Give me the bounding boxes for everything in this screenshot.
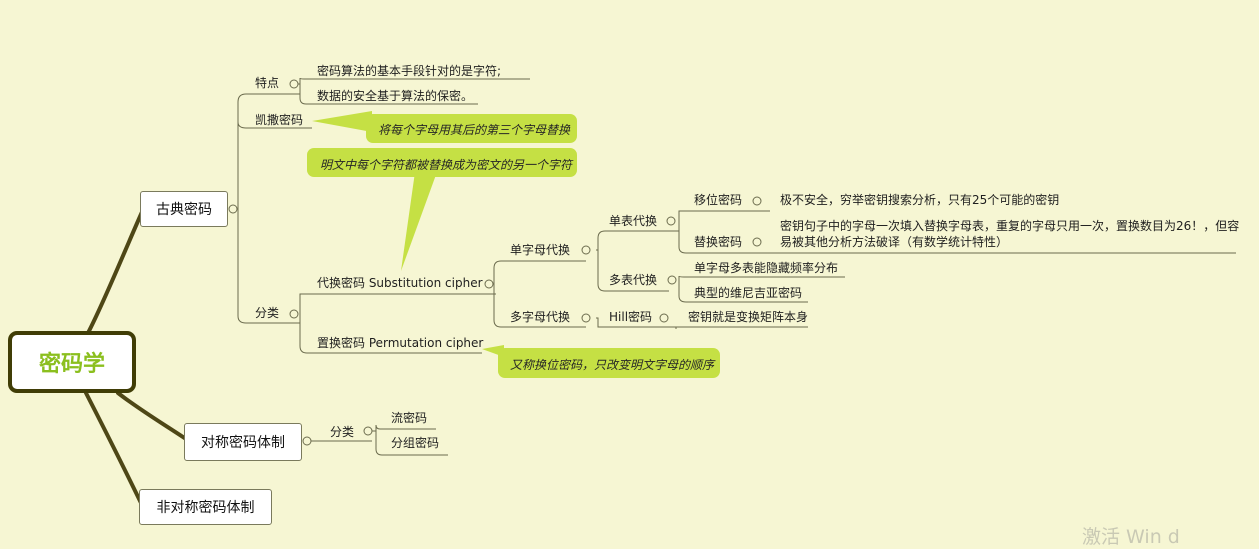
substitution-callout-text: 明文中每个字符都被替换成为密文的另一个字符 <box>320 158 573 172</box>
node-permutation-cipher[interactable]: 置换密码 Permutation cipher <box>317 336 484 350</box>
node-monoalphabetic[interactable]: 单表代换 <box>609 214 658 228</box>
node-shift-desc[interactable]: 极不安全，穷举密钥搜索分析，只有25个可能的密钥 <box>780 193 1060 207</box>
caesar-callout-text: 将每个字母用其后的第三个字母替换 <box>378 123 571 137</box>
caesar-callout-box <box>366 114 577 143</box>
node-polyalphabetic[interactable]: 多表代换 <box>609 273 658 287</box>
node-substitution-cipher[interactable]: 代换密码 Substitution cipher <box>317 276 483 290</box>
permutation-callout-box <box>498 348 720 378</box>
node-stream-cipher[interactable]: 流密码 <box>391 411 428 425</box>
node-classify[interactable]: 分类 <box>255 306 280 320</box>
node-replace-cipher[interactable]: 替换密码 <box>694 235 743 249</box>
activation-watermark: 激活 Win d <box>1082 526 1180 548</box>
node-multi-letter[interactable]: 多字母代换 <box>510 310 571 324</box>
node-caesar[interactable]: 凯撒密码 <box>255 113 304 127</box>
node-feature-1[interactable]: 密码算法的基本手段针对的是字符; <box>317 64 502 78</box>
node-classical-cipher[interactable]: 古典密码 <box>140 191 228 227</box>
node-symmetric-classify[interactable]: 分类 <box>330 425 355 439</box>
callout-shapes <box>307 111 720 378</box>
node-hill-cipher[interactable]: Hill密码 <box>609 310 653 324</box>
node-asymmetric-cipher[interactable]: 非对称密码体制 <box>139 489 272 525</box>
node-poly-item-1[interactable]: 单字母多表能隐藏频率分布 <box>694 261 839 275</box>
node-replace-desc-line1[interactable]: 密钥句子中的字母一次填入替换字母表，重复的字母只用一次，置换数目为26！，但容 <box>780 219 1240 233</box>
node-hill-desc[interactable]: 密钥就是变换矩阵本身 <box>688 310 809 324</box>
node-block-cipher[interactable]: 分组密码 <box>391 436 440 450</box>
node-single-letter[interactable]: 单字母代换 <box>510 243 571 257</box>
caesar-callout-shape <box>312 111 372 132</box>
node-feature-2[interactable]: 数据的安全基于算法的保密。 <box>317 89 474 103</box>
node-shift-cipher[interactable]: 移位密码 <box>694 193 743 207</box>
root-branches <box>84 210 188 507</box>
root-node[interactable]: 密码学 <box>8 331 136 393</box>
collapse-toggles <box>228 79 762 446</box>
substitution-callout-shape <box>401 172 437 271</box>
node-features[interactable]: 特点 <box>255 76 280 90</box>
connector-lines <box>237 77 1236 456</box>
node-symmetric-cipher[interactable]: 对称密码体制 <box>184 423 302 461</box>
node-poly-item-2[interactable]: 典型的维尼吉亚密码 <box>694 286 803 300</box>
mind-map-canvas <box>84 77 1236 507</box>
substitution-callout-box <box>307 148 577 177</box>
permutation-callout-text: 又称换位密码，只改变明文字母的顺序 <box>510 358 715 372</box>
node-replace-desc-line2[interactable]: 易被其他分析方法破译（有数学统计特性） <box>780 235 1009 249</box>
